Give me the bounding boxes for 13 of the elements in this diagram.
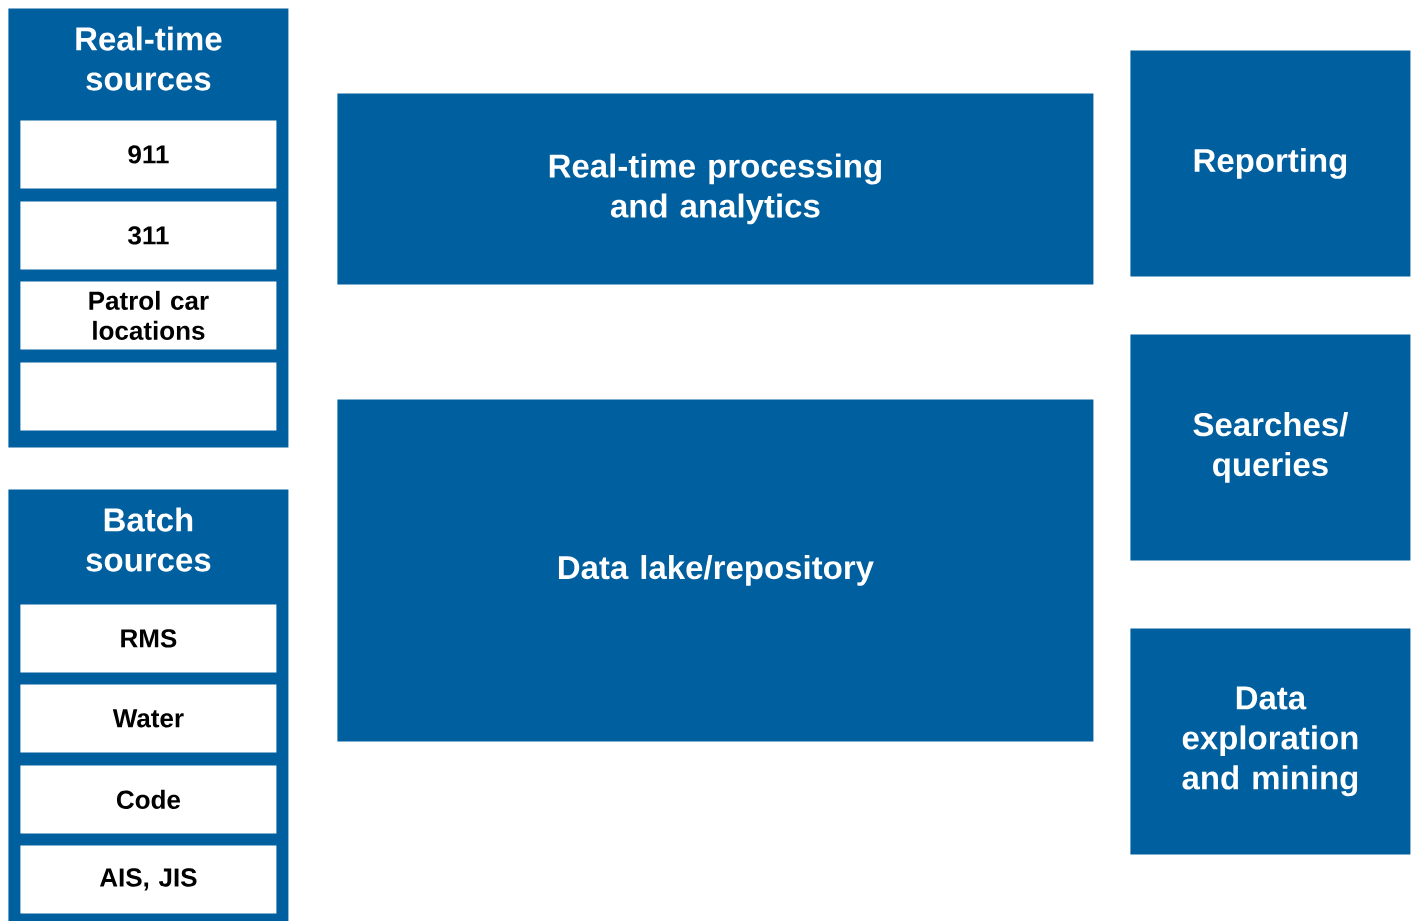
output-box: Searches/ queries (1130, 334, 1411, 561)
storage-box: Data lake/repository (337, 399, 1094, 742)
source-box: AIS, JIS (20, 845, 277, 914)
source-box: 911 (20, 120, 277, 189)
source-box: Patrol car locations (20, 281, 277, 350)
process-box: Real-time processing and analytics (337, 93, 1094, 285)
source-box: 311 (20, 201, 277, 270)
source-box (20, 362, 277, 431)
source-box: Code (20, 765, 277, 834)
output-box: Data exploration and mining (1130, 628, 1411, 855)
source-box: Water (20, 684, 277, 753)
output-box: Reporting (1130, 50, 1411, 277)
source-box: RMS (20, 604, 277, 673)
